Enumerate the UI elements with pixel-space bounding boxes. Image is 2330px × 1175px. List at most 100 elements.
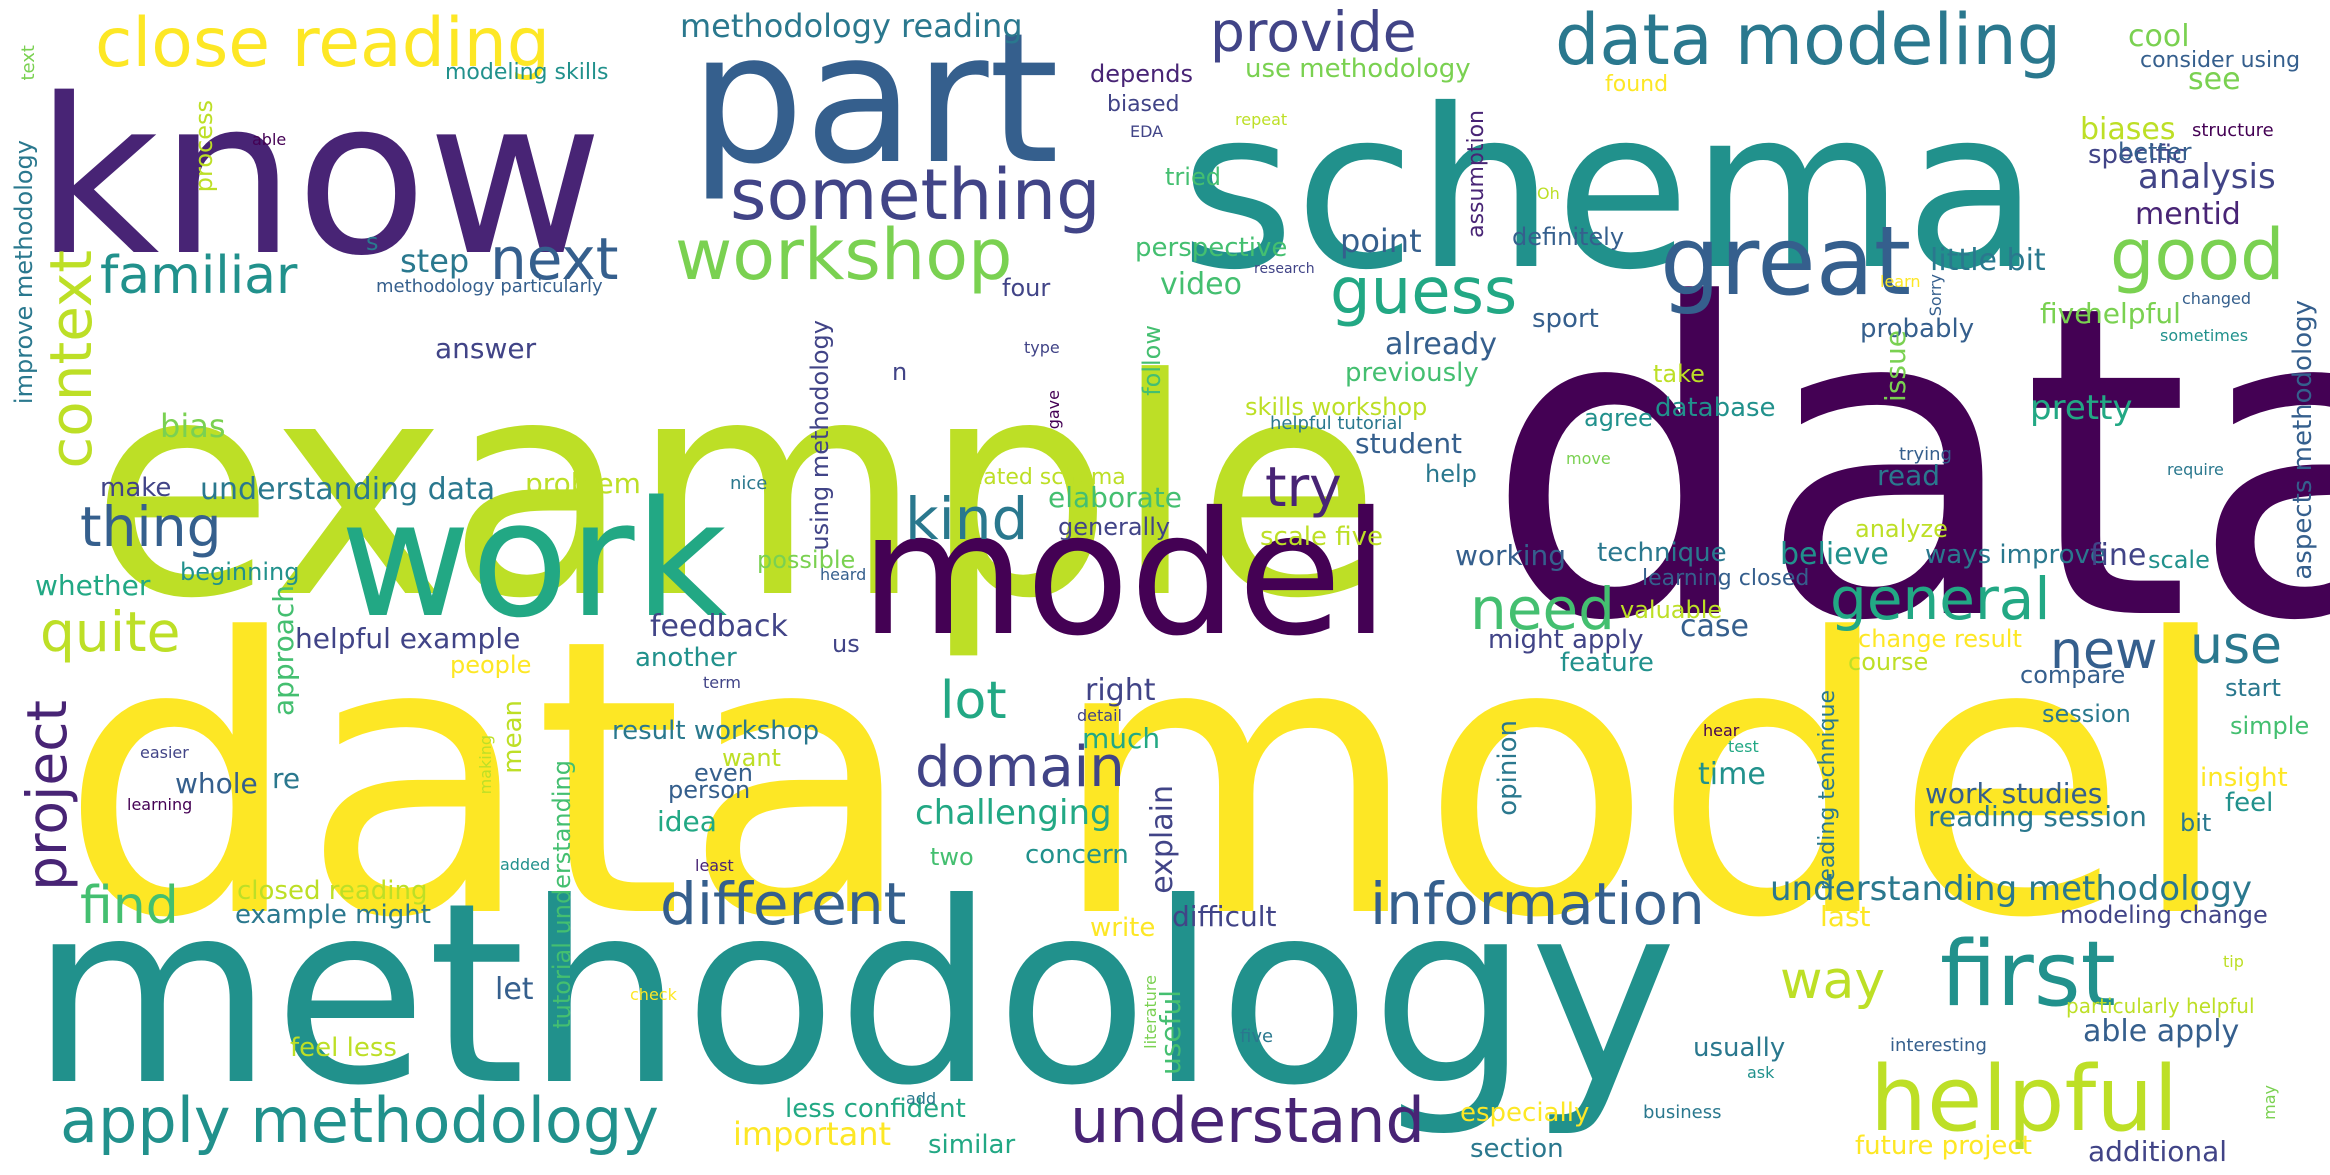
cloud-word: re — [272, 762, 301, 795]
cloud-word: trying — [1899, 444, 1952, 465]
cloud-word: feedback — [650, 609, 788, 644]
cloud-word: understanding methodology — [1770, 869, 2253, 909]
cloud-word: learn — [1880, 272, 1921, 291]
cloud-word: data — [60, 558, 916, 1001]
cloud-word: feel less — [290, 1033, 397, 1063]
cloud-word: kind — [905, 485, 1029, 553]
cloud-word: bit — [2180, 809, 2212, 837]
cloud-word: try — [1265, 455, 1342, 519]
cloud-word: particularly helpful — [2066, 994, 2255, 1018]
cloud-word: process — [190, 100, 218, 193]
cloud-word: difficult — [1172, 900, 1277, 933]
cloud-word: example — [90, 315, 1382, 664]
cloud-word: step — [400, 242, 470, 280]
cloud-word: scale five — [1260, 522, 1384, 552]
cloud-word: model — [1050, 558, 2234, 1001]
cloud-word: add — [906, 1089, 937, 1108]
cloud-word: elaborate — [1048, 481, 1182, 514]
cloud-word: heard — [820, 565, 867, 584]
cloud-word: example might — [235, 900, 431, 930]
cloud-word: consider using — [2140, 48, 2301, 73]
cloud-word: check — [630, 985, 677, 1004]
cloud-word: specific — [2088, 140, 2187, 170]
cloud-word: time — [1698, 757, 1766, 792]
cloud-word: concern — [1025, 840, 1129, 870]
cloud-word: better — [2118, 138, 2192, 166]
cloud-word: perspective — [1135, 233, 1288, 263]
cloud-word: start — [2225, 674, 2281, 702]
cloud-word: methodology particularly — [376, 276, 603, 297]
cloud-word: research — [1254, 261, 1315, 277]
cloud-word: Sorry — [1926, 274, 1945, 317]
cloud-word: result workshop — [612, 716, 820, 746]
cloud-word: detail — [1077, 706, 1122, 725]
cloud-word: changed — [2182, 289, 2252, 308]
cloud-word: easier — [140, 743, 189, 762]
cloud-word: probably — [1860, 314, 1975, 344]
cloud-word: two — [930, 843, 974, 871]
cloud-word: workshop — [675, 214, 1013, 296]
cloud-word: ways improve — [1925, 540, 2106, 570]
cloud-word: people — [450, 651, 532, 679]
cloud-word: possible — [757, 546, 856, 574]
cloud-word: skills workshop — [1245, 393, 1428, 421]
cloud-word: familiar — [100, 246, 298, 306]
cloud-word: generally — [1058, 513, 1171, 541]
cloud-word: sport — [1532, 304, 1599, 334]
cloud-word: less confident — [785, 1094, 966, 1124]
cloud-word: provide — [1210, 0, 1417, 64]
cloud-word: know — [35, 52, 604, 303]
cloud-word: section — [1470, 1134, 1564, 1164]
cloud-word: reading technique — [1815, 690, 1840, 891]
cloud-word: assumption — [1464, 110, 1489, 238]
cloud-word: great — [1660, 207, 1912, 317]
cloud-word: whether — [35, 569, 151, 602]
cloud-word: useful — [1154, 990, 1187, 1075]
cloud-word: answer — [435, 332, 537, 365]
cloud-word: next — [490, 225, 619, 293]
cloud-word: important — [733, 1115, 892, 1153]
cloud-word: learning closed — [1642, 566, 1810, 591]
cloud-word: previously — [1345, 358, 1479, 388]
cloud-word: model — [860, 476, 1390, 674]
cloud-word: mentid — [2135, 197, 2241, 232]
cloud-word: helpful — [1870, 1047, 2179, 1152]
cloud-word: agree — [1584, 404, 1653, 432]
cloud-word: thing — [80, 495, 222, 559]
cloud-word: challenging — [915, 793, 1112, 833]
cloud-word: five — [1240, 1026, 1274, 1047]
cloud-word: related schema — [955, 465, 1126, 490]
cloud-word: gave — [1044, 390, 1063, 430]
cloud-word: scale — [2148, 546, 2210, 574]
cloud-word: analyze — [1855, 515, 1948, 543]
cloud-word: making — [476, 735, 495, 795]
cloud-word: repeat — [1235, 110, 1288, 129]
cloud-word: approach — [267, 585, 300, 717]
cloud-word: case — [1680, 609, 1749, 644]
cloud-word: find — [80, 876, 179, 936]
cloud-word: right — [1085, 673, 1156, 708]
cloud-word: pretty — [2030, 388, 2133, 428]
cloud-word: believe — [1780, 537, 1889, 572]
cloud-word: write — [1090, 913, 1156, 943]
cloud-word: term — [703, 673, 741, 692]
cloud-word: business — [1643, 1102, 1722, 1123]
cloud-word: make — [100, 473, 172, 503]
cloud-word: depends — [1090, 60, 1193, 88]
cloud-word: test — [1728, 737, 1759, 756]
cloud-word: way — [1780, 951, 1886, 1011]
cloud-word: nice — [730, 473, 768, 494]
cloud-word: similar — [928, 1130, 1016, 1160]
cloud-word: helpful tutorial — [1270, 413, 1403, 434]
cloud-word: see — [2188, 62, 2241, 97]
cloud-word: feel — [2225, 788, 2274, 818]
cloud-word: added — [500, 855, 551, 874]
cloud-word: problem — [525, 467, 641, 500]
cloud-word: simple — [2230, 712, 2310, 740]
cloud-word: course — [1848, 648, 1929, 676]
cloud-word: use methodology — [1245, 54, 1471, 84]
cloud-word: sometimes — [2160, 326, 2249, 345]
cloud-word: last — [1820, 900, 1871, 933]
cloud-word: want — [722, 744, 781, 772]
